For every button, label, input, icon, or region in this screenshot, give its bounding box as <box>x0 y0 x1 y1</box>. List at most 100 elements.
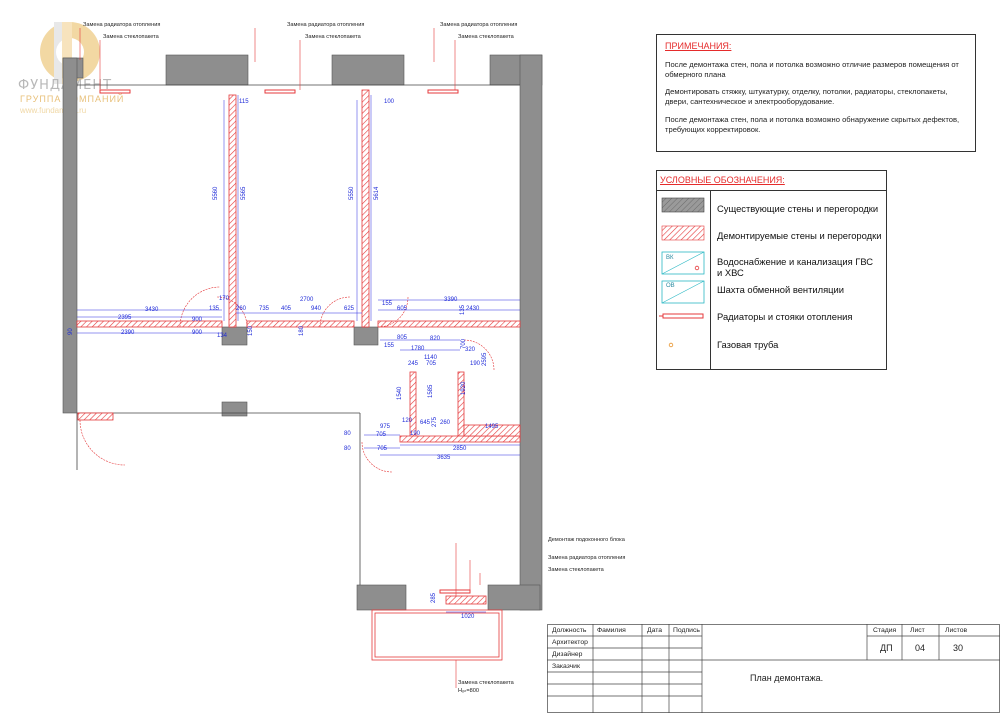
label-radiator-1: Замена радиатора отопления <box>83 22 161 28</box>
tb-sheet-value: 04 <box>915 643 926 653</box>
label-radiator-3: Замена радиатора отопления <box>440 22 518 28</box>
legend-item-gas-pipe: Газовая труба <box>717 339 779 350</box>
dimension-value: 705 <box>426 361 437 367</box>
label-glazing-3: Замена стеклопакета <box>458 34 514 40</box>
dimension-value: 805 <box>397 335 408 341</box>
tb-header-position: Должность <box>552 627 587 634</box>
dimension-value: 135 <box>460 304 466 315</box>
dimension-value: 2395 <box>118 315 132 321</box>
dimension-value: 245 <box>408 361 419 367</box>
dimension-value: 3430 <box>145 307 159 313</box>
dimension-value: 170 <box>219 296 230 302</box>
dimension-value: 120 <box>402 418 413 424</box>
legend-symbols <box>659 197 705 348</box>
dimension-value: 2390 <box>121 330 135 336</box>
dimension-value: 190 <box>410 431 421 437</box>
tb-header-surname: Фамилия <box>597 627 626 634</box>
dimension-value: 155 <box>382 301 393 307</box>
tb-sheets-label: Листов <box>945 627 968 634</box>
dimension-value: 1780 <box>411 346 425 352</box>
notes-paragraph-1: После демонтажа стен, пола и потолка воз… <box>665 60 959 79</box>
dimension-value: 285 <box>431 592 437 603</box>
tb-stage-value: ДП <box>880 643 893 653</box>
notes-title: ПРИМЕЧАНИЯ: <box>665 41 732 51</box>
legend-title: УСЛОВНЫЕ ОБОЗНАЧЕНИЯ: <box>660 175 785 185</box>
dimension-value: 705 <box>377 446 388 452</box>
tb-sheet-label: Лист <box>910 627 925 634</box>
dimension-value: 155 <box>384 343 395 349</box>
dimension-value: 260 <box>236 306 247 312</box>
dimension-value: 80 <box>344 446 351 452</box>
existing-wall-symbol <box>661 197 705 213</box>
dimension-value: 190 <box>470 361 481 367</box>
dimension-value: 80 <box>344 431 351 437</box>
leader-lines <box>79 28 481 688</box>
notes-paragraph-3: После демонтажа стен, пола и потолка воз… <box>665 115 960 134</box>
dimension-value: 1920 <box>461 381 467 395</box>
label-sill-demolition: Демонтаж подоконного блока <box>548 537 625 543</box>
dimension-value: 320 <box>465 347 476 353</box>
tb-role-customer: Заказчик <box>552 663 580 670</box>
notes-box: ПРИМЕЧАНИЯ: После демонтажа стен, пола и… <box>656 34 976 152</box>
dimension-value: 2430 <box>466 306 480 312</box>
dimension-value: 180 <box>299 325 305 336</box>
dimension-value: 5614 <box>374 186 380 200</box>
dimension-value: 700 <box>461 338 467 349</box>
tb-role-architect: Архитектор <box>552 639 588 646</box>
label-window-height: Hₒₙ=800 <box>458 688 479 694</box>
label-glazing-4: Замена стеклопакета <box>548 567 604 573</box>
dimension-value: 820 <box>430 336 441 342</box>
dimension-value: 705 <box>376 432 387 438</box>
dimension-value: 2850 <box>453 446 467 452</box>
dimension-value: 3390 <box>444 297 458 303</box>
dimension-value: 405 <box>281 306 292 312</box>
dimension-value: 135 <box>209 306 220 312</box>
tb-drawing-title: План демонтажа. <box>750 673 824 683</box>
dimension-value: 2595 <box>482 352 488 366</box>
dimension-value: 1585 <box>428 384 434 398</box>
balconies <box>371 609 503 661</box>
dimension-value: 940 <box>311 306 322 312</box>
dimension-value: 1140 <box>424 355 437 361</box>
title-block: Должность Фамилия Дата Подпись Архитекто… <box>547 624 1000 713</box>
dimension-value: 975 <box>380 424 391 430</box>
label-radiator-2: Замена радиатора отопления <box>287 22 365 28</box>
dimension-value: 605 <box>397 306 408 312</box>
label-glazing-2: Замена стеклопакета <box>305 34 361 40</box>
dimension-value: 100 <box>384 99 395 105</box>
radiator-symbol <box>662 313 704 319</box>
dimension-value: 1495 <box>485 424 499 430</box>
legend-code-ov: ОВ <box>666 283 675 289</box>
legend-item-plumbing: Водоснабжение и канализация ГВС и ХВС <box>717 256 874 278</box>
tb-sheets-value: 30 <box>953 643 964 653</box>
legend-code-vk: ВК <box>666 255 674 261</box>
dimension-value: 115 <box>239 99 249 105</box>
existing-walls <box>62 54 543 611</box>
dimension-value: 735 <box>259 306 270 312</box>
tb-role-designer: Дизайнер <box>552 651 583 658</box>
dimension-value: 134 <box>217 333 228 339</box>
dimension-value: 90 <box>68 328 74 335</box>
legend-item-ventilation: Шахта обменной вентиляции <box>717 284 845 295</box>
dimension-value: 2700 <box>300 297 314 303</box>
legend-item-radiators: Радиаторы и стояки отопления <box>717 311 853 322</box>
dimension-value: 3635 <box>437 455 451 461</box>
tb-header-date: Дата <box>647 627 663 634</box>
label-glazing-5: Замена стеклопакета <box>458 680 514 686</box>
tb-header-signature: Подпись <box>673 627 700 634</box>
dimension-value: 625 <box>344 306 355 312</box>
legend-box: УСЛОВНЫЕ ОБОЗНАЧЕНИЯ: ВК ОВ Существующие… <box>656 170 887 370</box>
dimension-value: 275 <box>432 416 438 427</box>
dimension-value: 5550 <box>349 186 355 200</box>
dimension-value: 5565 <box>241 186 247 200</box>
demolished-wall-symbol <box>661 225 705 241</box>
radiators <box>99 89 471 594</box>
dimension-value: 1540 <box>397 386 403 400</box>
tb-stage-label: Стадия <box>873 627 897 634</box>
door-swings <box>79 286 495 473</box>
dimension-value: 900 <box>192 330 203 336</box>
dimension-value: 260 <box>440 420 451 426</box>
dimension-value: 5560 <box>213 186 219 200</box>
dimension-lines <box>77 95 520 613</box>
